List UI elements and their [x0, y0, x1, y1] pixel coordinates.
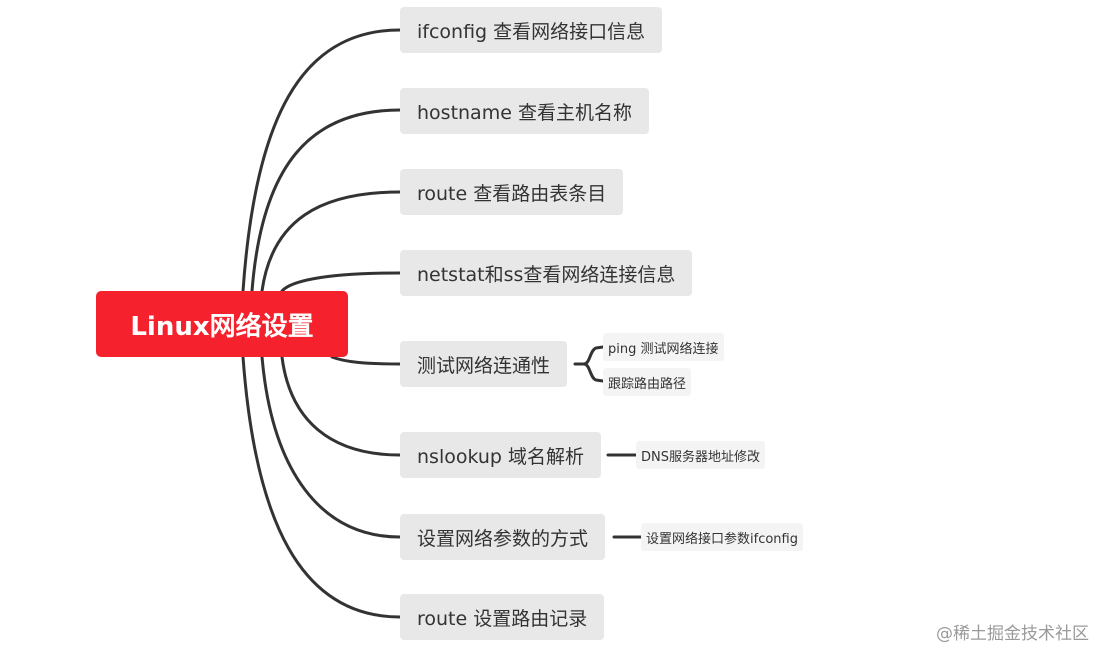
branch-nslookup[interactable]: nslookup 域名解析: [400, 432, 602, 478]
connector-branch-1: [241, 28, 402, 293]
connector-branch-6: [280, 355, 402, 457]
branch-hostname[interactable]: hostname 查看主机名称: [400, 88, 649, 134]
connector-branch-4: [280, 271, 402, 293]
connector-leaf-bracket: [573, 345, 605, 383]
connector-branch-2: [250, 108, 402, 293]
branch-connectivity[interactable]: 测试网络连通性: [400, 341, 568, 387]
connector-branch-5: [330, 355, 402, 366]
watermark: @稀土掘金技术社区: [936, 624, 1089, 644]
connector-branch-3: [260, 190, 402, 293]
leaf-traceroute[interactable]: 跟踪路由路径: [603, 368, 692, 396]
branch-route-set[interactable]: route 设置路由记录: [400, 594, 605, 640]
root-topic[interactable]: Linux网络设置: [96, 291, 348, 357]
leaf-dns[interactable]: DNS服务器地址修改: [636, 441, 765, 469]
connector-branch-7: [260, 355, 402, 539]
leaf-ping[interactable]: ping 测试网络连接: [603, 333, 724, 361]
branch-network-params[interactable]: 设置网络参数的方式: [400, 514, 606, 560]
branch-ifconfig[interactable]: ifconfig 查看网络接口信息: [400, 7, 663, 53]
branch-netstat[interactable]: netstat和ss查看网络连接信息: [400, 250, 693, 296]
connector-branch-8: [241, 355, 402, 619]
leaf-ifconfig-params[interactable]: 设置网络接口参数ifconfig: [641, 523, 803, 551]
branch-route-view[interactable]: route 查看路由表条目: [400, 169, 624, 215]
